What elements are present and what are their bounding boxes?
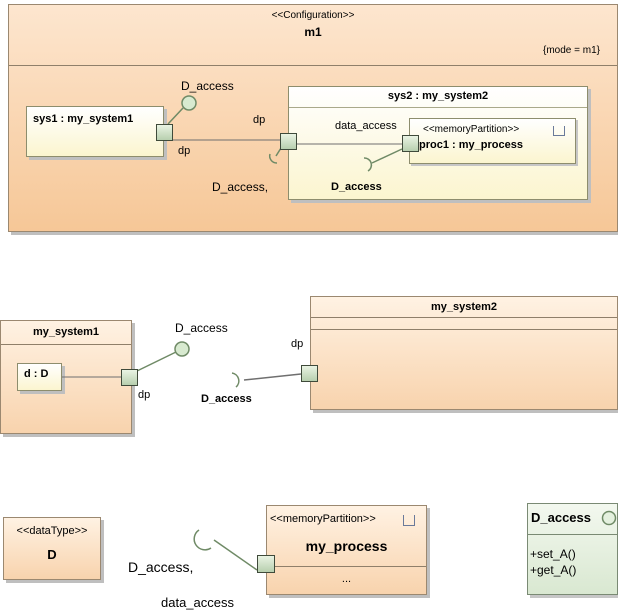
configuration-stereotype: <<Configuration>>: [271, 10, 355, 21]
middle-lollipop-circle: [174, 341, 190, 357]
process-ellipsis: ...: [341, 573, 352, 585]
middle-socket-label: D_access: [201, 393, 252, 405]
configuration-name: m1: [304, 25, 322, 39]
middle-dp-left-label: dp: [138, 389, 151, 401]
top-lollipop-circle: [181, 95, 197, 111]
bottom-socket-label: D_access,: [128, 559, 194, 575]
my-system1-dp-port[interactable]: [121, 369, 138, 386]
top-socket-right-arc: [363, 157, 373, 172]
middle-lollipop-label: D_access: [175, 321, 228, 335]
sys1-dp-port[interactable]: [156, 124, 173, 141]
my-process-block[interactable]: [266, 505, 427, 595]
process-name: my_process: [305, 538, 388, 554]
top-socket-right-stem: [371, 148, 403, 164]
datatype-stereotype: <<dataType>>: [16, 525, 88, 537]
interface-name: D_access: [531, 510, 591, 525]
frame-divider: [9, 65, 617, 66]
interface-icon: [601, 510, 617, 526]
my-system2-divider-1: [311, 317, 617, 318]
my-process-port[interactable]: [257, 555, 275, 573]
part-d[interactable]: [17, 363, 62, 391]
interface-op-set: +set_A(): [530, 547, 576, 561]
middle-socket-stem: [243, 373, 302, 381]
datatype-d[interactable]: [3, 517, 101, 580]
part-d-label: d : D: [24, 368, 49, 380]
my-system2-block[interactable]: [310, 296, 618, 410]
proc1-stereotype: <<memoryPartition>>: [423, 124, 520, 135]
top-socket-left-arc: [268, 153, 278, 164]
my-system1-divider: [1, 344, 131, 345]
middle-dp-right-label: dp: [291, 338, 304, 350]
sys2-dp-port[interactable]: [280, 133, 297, 150]
interface-divider: [528, 534, 617, 535]
top-lollipop-label: D_access: [181, 79, 234, 93]
my-system1-title: my_system1: [32, 326, 100, 338]
top-lollipop-stem: [167, 107, 184, 125]
bottom-socket-arc: [193, 529, 212, 551]
bottom-data-access-label: data_access: [161, 595, 234, 610]
sys2-divider: [289, 107, 587, 108]
top-dp-mid-label: dp: [253, 114, 266, 126]
top-dp-left-label: dp: [178, 145, 191, 157]
my-system2-divider-2: [311, 329, 617, 330]
datatype-name: D: [47, 547, 57, 562]
top-socket-left-label: D_access,: [212, 180, 269, 194]
proc1-label: proc1 : my_process: [419, 139, 523, 151]
bottom-socket-stem: [213, 539, 258, 571]
middle-lollipop-stem: [136, 351, 177, 372]
middle-socket-arc: [231, 372, 240, 388]
process-divider: [267, 566, 426, 567]
sys1-label: sys1 : my_system1: [33, 113, 134, 125]
my-system2-title: my_system2: [430, 301, 498, 313]
interface-op-get: +get_A(): [530, 563, 577, 577]
sys2-label: sys2 : my_system2: [387, 90, 489, 102]
proc1-part[interactable]: [409, 118, 576, 164]
sys1-part[interactable]: [26, 106, 164, 157]
my-system2-dp-port[interactable]: [301, 365, 318, 382]
top-socket-right-label: D_access: [331, 181, 382, 193]
process-component-icon: [403, 515, 415, 526]
top-data-access-label: data_access: [335, 120, 397, 132]
process-stereotype: <<memoryPartition>>: [270, 513, 376, 525]
proc1-port[interactable]: [402, 135, 419, 152]
component-icon: [553, 126, 565, 136]
mode-constraint: {mode = m1}: [543, 45, 600, 56]
